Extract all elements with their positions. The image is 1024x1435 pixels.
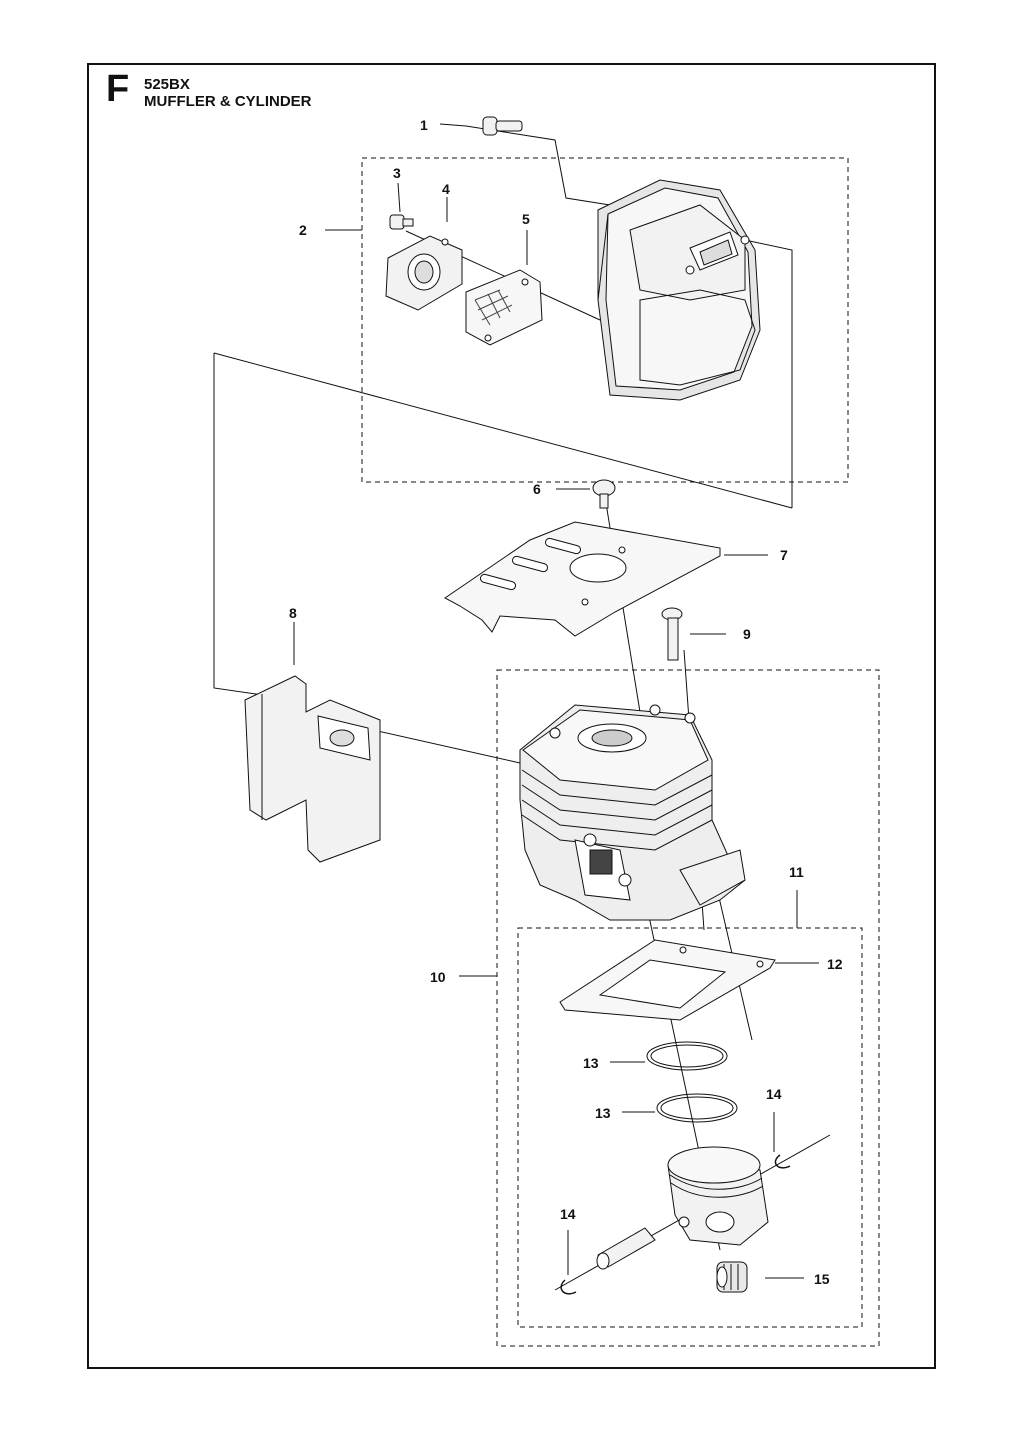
- callout-8: 8: [289, 605, 297, 621]
- piston-kit-group-box: [517, 927, 863, 1328]
- muffler-part-2: [597, 179, 761, 401]
- needle-bearing-part-15: [716, 1261, 748, 1293]
- piston: [667, 1146, 769, 1246]
- screw-part-3: [389, 214, 414, 230]
- leader-3: [397, 182, 401, 213]
- screw-part-6: [592, 479, 616, 509]
- assembly-line-1: [465, 125, 611, 206]
- callout-12: 12: [827, 956, 843, 972]
- callout-13b: 13: [595, 1105, 611, 1121]
- bolt-part-1: [482, 116, 523, 136]
- assembly-line-5: [359, 726, 521, 764]
- callout-4: 4: [442, 181, 450, 197]
- circlip-part-14a: [774, 1154, 791, 1169]
- callout-1: 1: [420, 117, 428, 133]
- callout-15: 15: [814, 1271, 830, 1287]
- leader-1: [439, 123, 467, 127]
- page-frame: [87, 63, 936, 1369]
- page-title: MUFFLER & CYLINDER: [144, 93, 312, 110]
- assembly-line-4: [744, 239, 793, 508]
- circlip-part-14b: [560, 1279, 577, 1295]
- piston-ring-part-13b-inner: [660, 1096, 734, 1120]
- model-name: 525BX: [144, 76, 190, 93]
- piston-ring-part-13b: [656, 1093, 738, 1123]
- cylinder-kit-group-box: [496, 669, 880, 1347]
- flange-part-4: [385, 235, 463, 311]
- piston-ring-part-13a: [646, 1041, 728, 1071]
- bolt-part-9: [661, 607, 683, 661]
- base-gasket-part-12: [559, 939, 776, 1021]
- piston-ring-part-13a-inner: [650, 1044, 724, 1068]
- callout-11: 11: [789, 864, 804, 880]
- cylinder-part-10: [519, 704, 746, 921]
- callout-6: 6: [533, 481, 541, 497]
- assembly-line-3: [213, 352, 793, 509]
- callout-10: 10: [430, 969, 446, 985]
- callout-14a: 14: [766, 1086, 782, 1102]
- screen-part-5: [465, 269, 543, 346]
- wrist-pin: [596, 1227, 656, 1270]
- callout-13a: 13: [583, 1055, 599, 1071]
- callout-2: 2: [299, 222, 307, 238]
- callout-7: 7: [780, 547, 788, 563]
- assembly-line-2: [213, 353, 271, 697]
- callout-14b: 14: [560, 1206, 576, 1222]
- callout-5: 5: [522, 211, 530, 227]
- callout-3: 3: [393, 165, 401, 181]
- heat-shield-part-7: [444, 521, 721, 637]
- section-letter: F: [106, 68, 130, 110]
- callout-9: 9: [743, 626, 751, 642]
- gasket-part-8: [244, 675, 381, 863]
